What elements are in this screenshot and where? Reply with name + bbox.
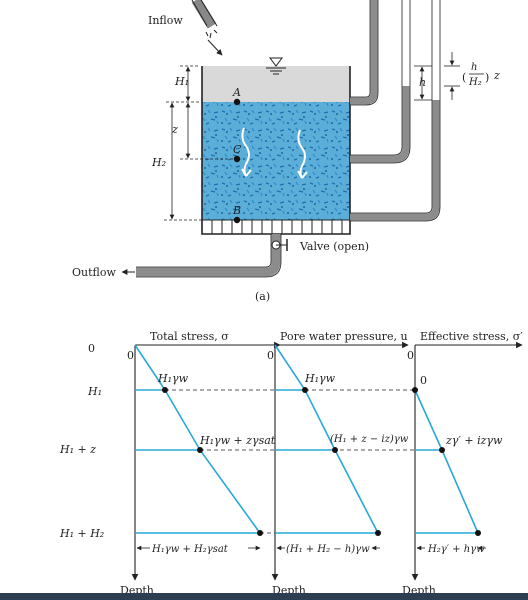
ratio-numerator: h [471,62,477,73]
depth-label-h1: H₁ [87,385,102,398]
total-stress-line [134,344,261,534]
svg-text:): ) [485,71,489,84]
point-a [233,98,241,106]
head-loss-expression: ( h H₂ ) z [462,62,500,88]
effective-stress-bottom: H₂γ′ + hγw [427,544,485,555]
valve [271,239,288,251]
piezometer-c [350,0,411,164]
dim-h2-label: H₂ [151,156,166,169]
dimension-head-loss-z [444,52,460,100]
depth-label-0: 0 [88,342,95,355]
dim-z-label: z [171,123,178,136]
dim-h-label: h [419,76,426,89]
depth-reference-lines [165,389,415,534]
zero-3: 0 [407,349,414,362]
inflow-arrow [207,39,223,56]
depth-label-h1-h2: H₁ + H₂ [59,527,104,540]
pore-pressure-z: (H₁ + z − iz)γw [330,434,409,445]
outlet-pipe [136,234,282,278]
ratio-denominator: H₂ [468,77,482,88]
effective-stress-z: zγ′ + izγw [445,434,503,447]
ratio-z: z [493,69,500,82]
dim-h1-label: H₁ [174,75,189,88]
seepage-flow-arrows [241,127,308,179]
water-layer [202,66,350,102]
inflow-label: Inflow [148,14,183,27]
bottom-border-bar [0,593,528,600]
total-stress-bottom: H₁γw + H₂γsat [151,544,229,555]
dimension-z [180,102,235,160]
caption-a: (a) [255,290,270,303]
effective-stress-h1: 0 [420,374,427,387]
soil-sample [202,102,350,220]
valve-label: Valve (open) [299,240,369,253]
part-a-apparatus: Inflow A C B [72,0,500,303]
outflow-label: Outflow [72,266,116,279]
depth-label-h1-z: H₁ + z [59,443,96,456]
piezometer-a [350,0,379,106]
dimension-h1 [180,65,200,102]
zero-1: 0 [127,349,134,362]
title-pore-pressure: Pore water pressure, u [280,330,408,343]
panel-effective-stress: Effective stress, σ′ 0 0 zγ′ + izγw H₂γ′… [402,330,523,597]
point-b-label: B [232,204,241,217]
zero-2: 0 [267,349,274,362]
title-effective-stress: Effective stress, σ′ [420,330,523,343]
dimension-h2 [164,102,202,221]
pore-pressure-line [274,344,379,534]
filter-screen [201,219,351,235]
panel-pore-pressure: Pore water pressure, u 0 H₁γw (H₁ + z − … [267,330,409,597]
point-b [233,216,241,224]
point-a-label: A [232,86,241,99]
dimension-h [414,65,432,101]
title-total-stress: Total stress, σ [150,330,229,343]
total-stress-z: H₁γw + zγsat [199,434,276,447]
pore-pressure-h1: H₁γw [304,372,336,385]
part-b-stress-diagrams: 0 H₁ H₁ + z H₁ + H₂ Total stress, σ 0 H₁… [59,330,523,597]
effective-stress-line [414,389,479,534]
point-c [233,155,241,163]
svg-text:(: ( [462,71,466,84]
point-c-label: C [233,143,242,156]
panel-total-stress: Total stress, σ 0 H₁γw H₁γw + zγsat H₁γw… [120,330,281,597]
total-stress-h1: H₁γw [157,372,189,385]
inflow-pipe [191,0,223,56]
pore-pressure-bottom: (H₁ + H₂ − h)γw [286,544,370,555]
piezometer-b [350,0,441,222]
water-surface-symbol [266,57,286,75]
